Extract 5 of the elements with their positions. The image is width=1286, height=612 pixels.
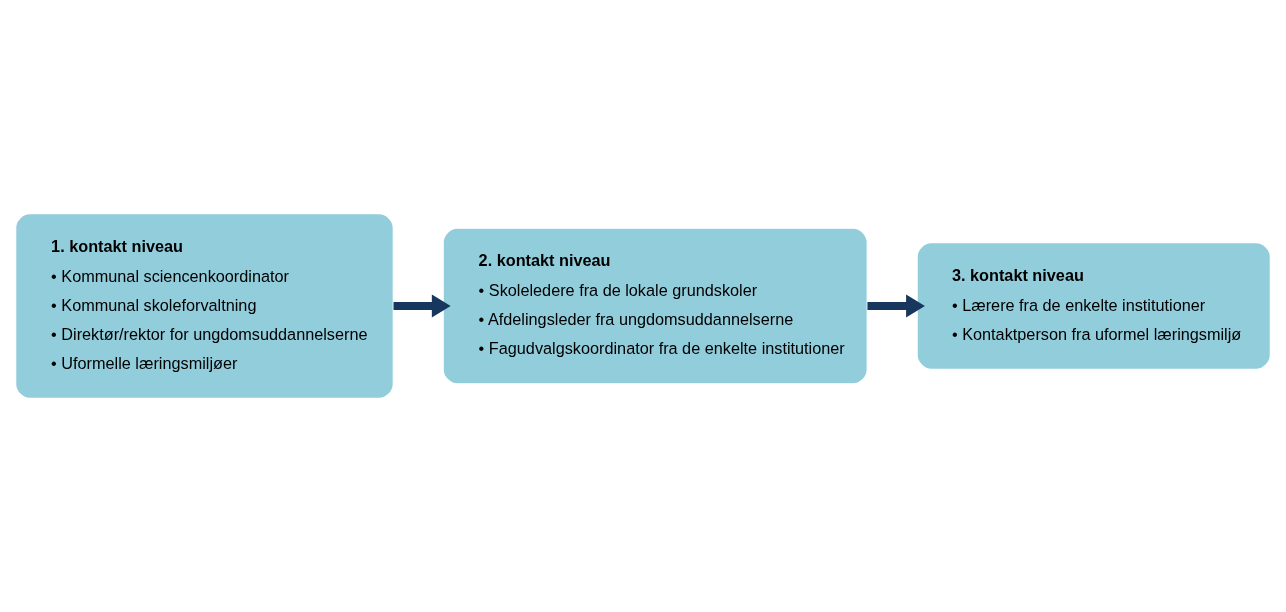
arrow xyxy=(867,294,925,318)
node-box: 1. kontakt niveau • Kommunal sciencenkoordinator • Kommunal skoleforvaltning • Direktør/rektor for ungdomsuddannelserne • Uformelle læringsmiljøer xyxy=(15,213,394,399)
arrow xyxy=(393,294,451,318)
node-box: 3. kontakt niveau • Lærere fra de enkelte institutioner • Kontaktperson fra uformel læringsmiljø xyxy=(916,242,1271,370)
node-box: 2. kontakt niveau • Skoleledere fra de lokale grundskoler • Afdelingsleder fra ungdomsuddannelserne • Fagudvalgskoordinator fra de enkelte institutioner xyxy=(442,227,868,385)
